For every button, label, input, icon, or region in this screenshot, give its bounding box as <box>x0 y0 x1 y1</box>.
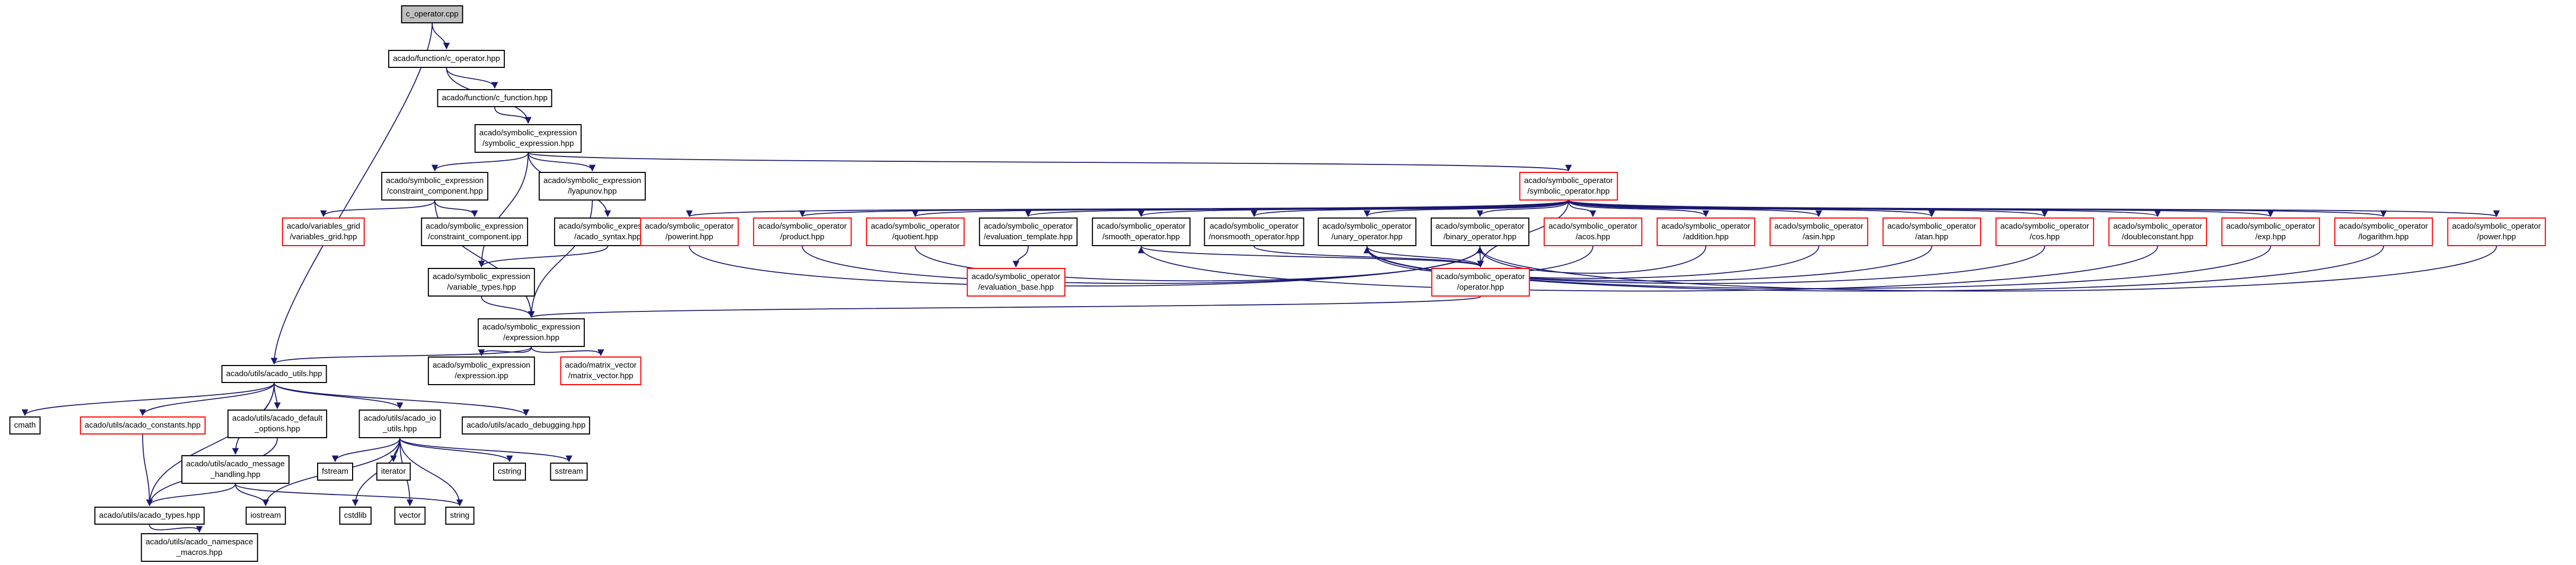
graph-node-evaluation_template_hpp[interactable]: acado/symbolic_operator /evaluation_temp… <box>979 218 1077 246</box>
include-edge-logarithm_hpp--unary_operator_hpp <box>1363 246 2384 292</box>
graph-node-exp_hpp[interactable]: acado/symbolic_operator /exp.hpp <box>2221 218 2320 246</box>
include-edge-acado_io_utils_hpp--fstream <box>331 438 400 463</box>
graph-node-nonsmooth_operator_hpp[interactable]: acado/symbolic_operator /nonsmooth_opera… <box>1204 218 1304 246</box>
graph-node-string[interactable]: string <box>445 507 475 525</box>
graph-node-binary_operator_hpp[interactable]: acado/symbolic_operator /binary_operator… <box>1431 218 1529 246</box>
include-edge-acado_syntax_hpp--variable_types_hpp <box>478 246 608 268</box>
include-edge-acado_utils_hpp--acado_default_options_hpp <box>274 383 281 410</box>
include-edge-smooth_operator_hpp--operator_hpp <box>1141 246 1484 268</box>
include-edge-symbolic_operator_hpp--acos_hpp <box>1568 200 1597 218</box>
graph-node-symbolic_expression_hpp[interactable]: acado/symbolic_expression /symbolic_expr… <box>474 124 582 153</box>
graph-node-product_hpp[interactable]: acado/symbolic_operator /product.hpp <box>753 218 852 246</box>
include-edge-c_operator_cpp--c_operator_hpp <box>432 23 450 50</box>
include-edge-symbolic_operator_hpp--nonsmooth_operator_hpp <box>1250 200 1569 218</box>
graph-node-c_operator_hpp[interactable]: acado/function/c_operator.hpp <box>388 50 505 68</box>
include-edge-evaluation_template_hpp--evaluation_base_hpp <box>1012 246 1029 268</box>
graph-node-symbolic_operator_hpp[interactable]: acado/symbolic_operator /symbolic_operat… <box>1519 172 1618 201</box>
include-edge-symbolic_operator_hpp--smooth_operator_hpp <box>1138 200 1569 218</box>
include-edge-powerint_hpp--binary_operator_hpp <box>689 246 1484 286</box>
include-edge-operator_hpp--expression_hpp <box>528 296 1481 318</box>
graph-node-expression_hpp[interactable]: acado/symbolic_expression /expression.hp… <box>477 318 585 347</box>
graph-node-atan_hpp[interactable]: acado/symbolic_operator /atan.hpp <box>1882 218 1981 246</box>
include-edge-c_function_hpp--symbolic_expression_hpp <box>494 107 532 124</box>
graph-node-smooth_operator_hpp[interactable]: acado/symbolic_operator /smooth_operator… <box>1092 218 1190 246</box>
include-edge-acado_message_handling_hpp--string <box>235 483 463 507</box>
include-edge-expression_hpp--matrix_vector_hpp <box>531 346 604 357</box>
graph-node-sstream[interactable]: sstream <box>550 463 588 481</box>
graph-node-fstream[interactable]: fstream <box>317 463 354 481</box>
include-edge-symbolic_expression_hpp--lyapunov_hpp <box>528 152 596 172</box>
include-edge-acado_utils_hpp--acado_types_hpp <box>146 383 275 507</box>
include-edge-quotient_hpp--binary_operator_hpp <box>915 246 1484 282</box>
graph-node-c_operator_cpp: c_operator.cpp <box>401 5 463 23</box>
include-edge-constraint_component_hpp--constraint_component_ipp <box>434 200 478 218</box>
graph-node-c_function_hpp[interactable]: acado/function/c_function.hpp <box>437 89 553 107</box>
graph-node-acado_default_options_hpp[interactable]: acado/utils/acado_default _options.hpp <box>227 410 328 438</box>
include-edge-expression_hpp--expression_ipp <box>478 346 532 357</box>
include-edge-symbolic_operator_hpp--power_hpp <box>1568 200 2500 218</box>
graph-node-constraint_component_hpp[interactable]: acado/symbolic_expression /constraint_co… <box>381 172 489 201</box>
include-edge-acado_message_handling_hpp--acado_types_hpp <box>146 483 236 507</box>
graph-node-cmath[interactable]: cmath <box>9 416 41 434</box>
include-edge-acado_utils_hpp--acado_io_utils_hpp <box>274 383 404 410</box>
graph-node-doubleconstant_hpp[interactable]: acado/symbolic_operator /doubleconstant.… <box>2108 218 2207 246</box>
graph-node-acado_io_utils_hpp[interactable]: acado/utils/acado_io _utils.hpp <box>358 410 441 438</box>
include-edge-acado_utils_hpp--acado_constants_hpp <box>139 383 275 416</box>
include-edge-acado_message_handling_hpp--iostream <box>235 483 269 507</box>
include-edge-symbolic_expression_hpp--constraint_component_hpp <box>431 152 529 172</box>
graph-node-acado_message_handling_hpp[interactable]: acado/utils/acado_message _handling.hpp <box>181 455 290 484</box>
graph-node-cstdlib[interactable]: cstdlib <box>339 507 372 525</box>
graph-node-variable_types_hpp[interactable]: acado/symbolic_expression /variable_type… <box>427 268 536 297</box>
include-edge-symbolic_expression_hpp--variable_types_hpp <box>478 152 529 268</box>
include-edge-expression_hpp--acado_utils_hpp <box>270 346 532 365</box>
graph-node-acado_utils_hpp[interactable]: acado/utils/acado_utils.hpp <box>221 365 327 383</box>
include-edge-symbolic_operator_hpp--asin_hpp <box>1568 200 1823 218</box>
graph-node-asin_hpp[interactable]: acado/symbolic_operator /asin.hpp <box>1769 218 1868 246</box>
include-edge-acado_utils_hpp--acado_debugging_hpp <box>274 383 530 416</box>
include-edge-variable_types_hpp--expression_hpp <box>481 296 535 318</box>
include-edge-acado_io_utils_hpp--cstring <box>399 438 513 463</box>
include-edge-nonsmooth_operator_hpp--operator_hpp <box>1254 246 1484 268</box>
graph-node-constraint_component_ipp[interactable]: acado/symbolic_expression /constraint_co… <box>420 218 529 246</box>
graph-node-lyapunov_hpp[interactable]: acado/symbolic_expression /lyapunov.hpp <box>538 172 646 201</box>
graph-node-evaluation_base_hpp[interactable]: acado/symbolic_operator /evaluation_base… <box>967 268 1065 297</box>
graph-node-expression_ipp[interactable]: acado/symbolic_expression /expression.ip… <box>427 357 536 385</box>
graph-node-acado_constants_hpp[interactable]: acado/utils/acado_constants.hpp <box>80 416 206 434</box>
graph-node-cstring[interactable]: cstring <box>493 463 527 481</box>
graph-node-matrix_vector_hpp[interactable]: acado/matrix_vector /matrix_vector.hpp <box>560 357 642 385</box>
graph-node-powerint_hpp[interactable]: acado/symbolic_operator /powerint.hpp <box>640 218 739 246</box>
graph-node-variables_grid_hpp[interactable]: acado/variables_grid /variables_grid.hpp <box>282 218 365 246</box>
include-edge-acado_constants_hpp--acado_types_hpp <box>142 434 153 507</box>
graph-node-acado_types_hpp[interactable]: acado/utils/acado_types.hpp <box>94 507 205 525</box>
include-edge-acado_io_utils_hpp--sstream <box>399 438 573 463</box>
include-edge-acado_types_hpp--acado_namespace_macros_hpp <box>149 524 203 533</box>
graph-node-cos_hpp[interactable]: acado/symbolic_operator /cos.hpp <box>1995 218 2094 246</box>
graph-node-power_hpp[interactable]: acado/symbolic_operator /power.hpp <box>2447 218 2546 246</box>
include-edge-symbolic_operator_hpp--addition_hpp <box>1568 200 1710 218</box>
include-edge-symbolic_expression_hpp--symbolic_operator_hpp <box>528 152 1572 172</box>
graph-node-unary_operator_hpp[interactable]: acado/symbolic_operator /unary_operator.… <box>1318 218 1416 246</box>
include-edge-symbolic_operator_hpp--unary_operator_hpp <box>1363 200 1569 218</box>
graph-node-acado_debugging_hpp[interactable]: acado/utils/acado_debugging.hpp <box>461 416 591 434</box>
include-edge-c_operator_hpp--c_function_hpp <box>446 67 498 89</box>
graph-node-acos_hpp[interactable]: acado/symbolic_operator /acos.hpp <box>1544 218 1642 246</box>
include-edge-symbolic_operator_hpp--binary_operator_hpp <box>1476 200 1569 218</box>
include-edge-doubleconstant_hpp--smooth_operator_hpp <box>1137 246 2158 292</box>
graph-node-operator_hpp[interactable]: acado/symbolic_operator /operator.hpp <box>1431 268 1530 297</box>
include-edge-constraint_component_hpp--variables_grid_hpp <box>320 200 435 218</box>
include-edge-unary_operator_hpp--operator_hpp <box>1366 246 1484 268</box>
include-edge-acado_utils_hpp--cmath <box>21 383 275 416</box>
include-edge-addition_hpp--binary_operator_hpp <box>1476 246 1706 274</box>
graph-node-logarithm_hpp[interactable]: acado/symbolic_operator /logarithm.hpp <box>2334 218 2433 246</box>
graph-node-addition_hpp[interactable]: acado/symbolic_operator /addition.hpp <box>1657 218 1755 246</box>
graph-node-iostream[interactable]: iostream <box>246 507 286 525</box>
graph-node-iterator[interactable]: iterator <box>376 463 411 481</box>
include-edge-power_hpp--binary_operator_hpp <box>1476 246 2497 292</box>
include-edge-acado_io_utils_hpp--string <box>399 438 463 507</box>
graph-node-quotient_hpp[interactable]: acado/symbolic_operator /quotient.hpp <box>866 218 965 246</box>
graph-node-vector[interactable]: vector <box>394 507 426 525</box>
graph-node-acado_namespace_macros_hpp[interactable]: acado/utils/acado_namespace _macros.hpp <box>141 533 258 562</box>
